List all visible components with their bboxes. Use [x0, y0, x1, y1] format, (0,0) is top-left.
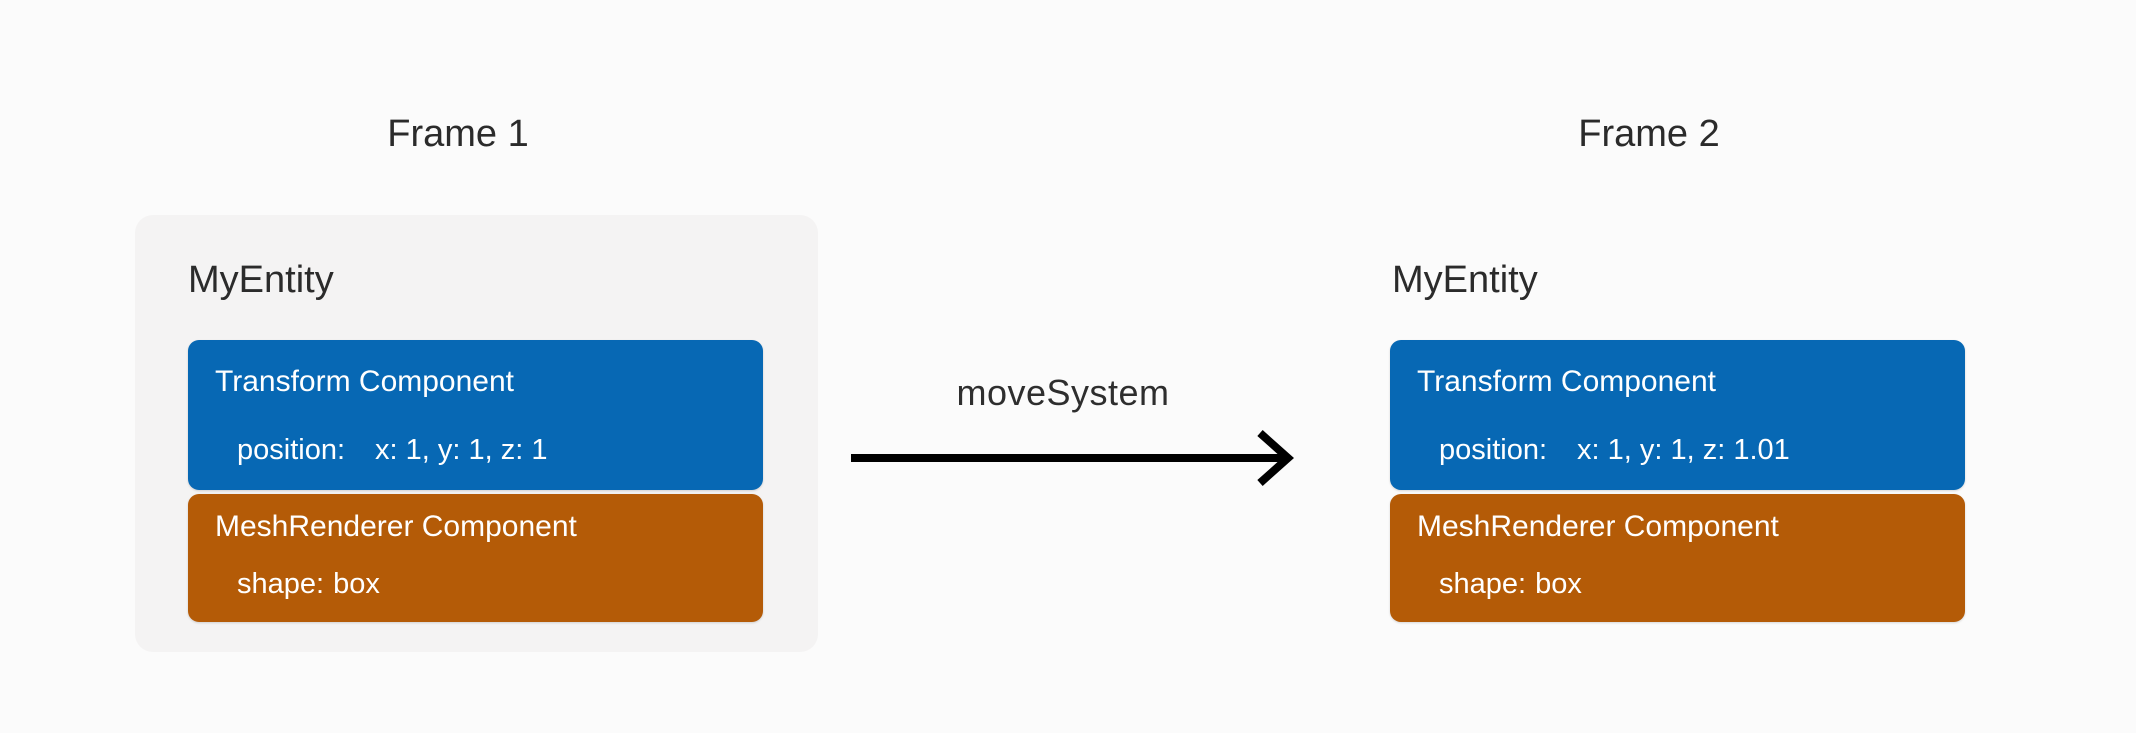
position-value: x: 1, y: 1, z: 1 — [375, 434, 548, 466]
position-label: position: — [237, 434, 346, 466]
position-label: position: — [1439, 434, 1548, 466]
transform-component-box-frame-1: Transform Component position: x: 1, y: 1… — [188, 340, 763, 490]
shape-property-row: shape: box — [1390, 566, 1965, 602]
move-system-arrow — [851, 430, 1295, 486]
shape-property-row: shape: box — [188, 566, 763, 602]
meshrenderer-component-box-frame-2: MeshRenderer Component shape: box — [1390, 494, 1965, 622]
frame-2-title: Frame 2 — [1578, 113, 1720, 155]
shape-label: shape: — [237, 568, 325, 600]
entity-name-frame-1: MyEntity — [188, 259, 334, 301]
meshrenderer-component-title: MeshRenderer Component — [1417, 510, 1779, 543]
shape-label: shape: — [1439, 568, 1527, 600]
position-property-row: position: x: 1, y: 1, z: 1 — [188, 432, 763, 468]
transform-component-box-frame-2: Transform Component position: x: 1, y: 1… — [1390, 340, 1965, 490]
move-system-label: moveSystem — [956, 372, 1170, 413]
transform-component-title: Transform Component — [215, 365, 515, 398]
frame-1-title: Frame 1 — [387, 113, 529, 155]
meshrenderer-component-box-frame-1: MeshRenderer Component shape: box — [188, 494, 763, 622]
shape-value: box — [333, 568, 380, 600]
meshrenderer-component-title: MeshRenderer Component — [215, 510, 577, 543]
transform-component-title: Transform Component — [1417, 365, 1717, 398]
position-property-row: position: x: 1, y: 1, z: 1.01 — [1390, 432, 1965, 468]
arrow-head-icon — [1257, 430, 1295, 486]
shape-value: box — [1535, 568, 1582, 600]
position-value: x: 1, y: 1, z: 1.01 — [1577, 434, 1790, 466]
bottom-edge-strip — [0, 733, 2136, 748]
entity-name-frame-2: MyEntity — [1392, 259, 1538, 301]
